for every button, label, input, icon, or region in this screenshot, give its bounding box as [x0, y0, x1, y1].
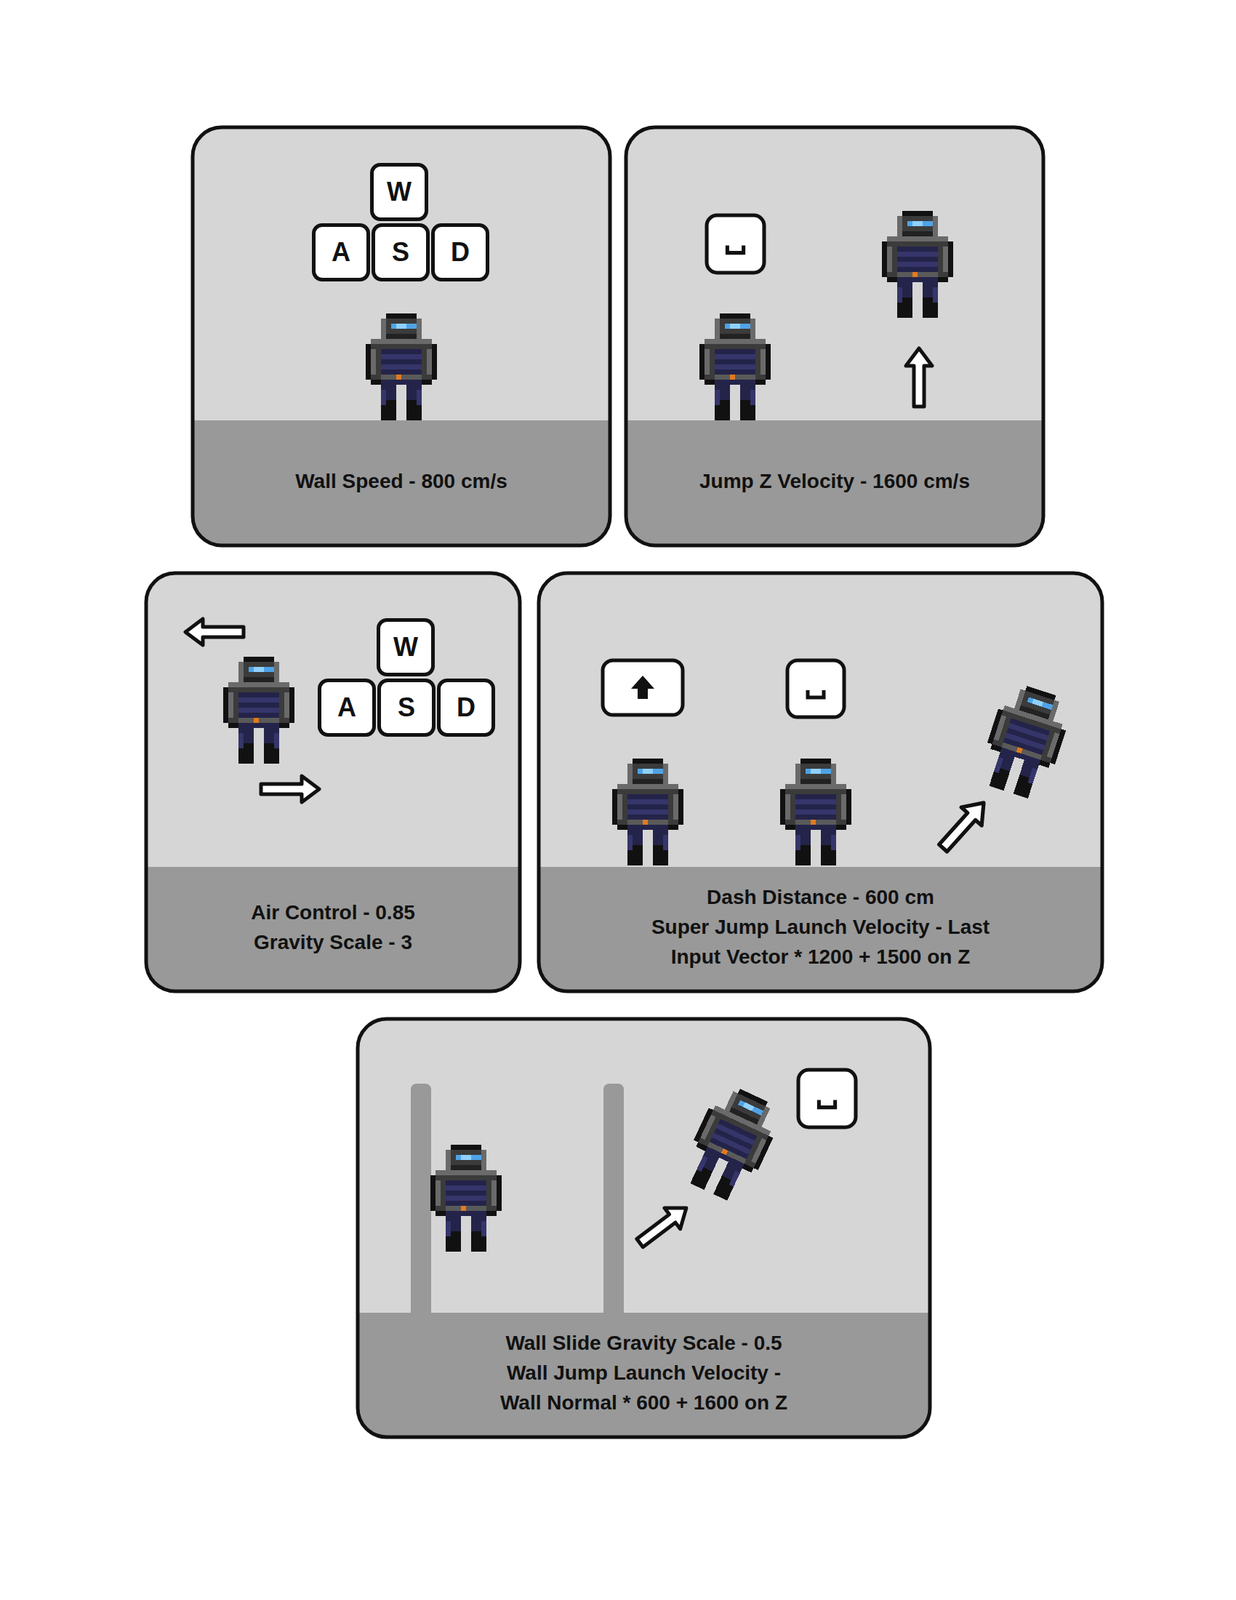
- stat-panel: Wall Speed - 800 cm/s W A S D: [192, 127, 611, 546]
- key-cap: D: [431, 223, 490, 282]
- panel-caption-band: Wall Slide Gravity Scale - 0.5Wall Jump …: [370, 1313, 917, 1431]
- key-cap: S: [371, 223, 430, 282]
- stat-text: Gravity Scale - 3: [253, 927, 413, 957]
- key-cap: A: [311, 223, 371, 282]
- stat-text: Wall Slide Gravity Scale - 0.5: [505, 1327, 782, 1358]
- stat-panel: Jump Z Velocity - 1600 cm/s: [625, 127, 1044, 546]
- stat-text: Air Control - 0.85: [250, 897, 416, 927]
- key-letter: S: [391, 239, 410, 266]
- key-cap: S: [377, 678, 436, 737]
- key-letter: D: [450, 239, 470, 266]
- key-cap: W: [376, 618, 435, 677]
- stat-panel: Wall Slide Gravity Scale - 0.5Wall Jump …: [357, 1018, 930, 1437]
- key-cap: W: [370, 162, 429, 222]
- key-cap: D: [436, 678, 496, 737]
- key-letter: D: [456, 694, 476, 721]
- stat-text: Wall Jump Launch Velocity - Wall Normal …: [370, 1357, 917, 1418]
- key-letter: A: [337, 694, 357, 721]
- key-letter: W: [393, 633, 419, 661]
- stat-text: Super Jump Launch Velocity - Last Input …: [551, 911, 1090, 972]
- panel-caption-band: Dash Distance - 600 cmSuper Jump Launch …: [551, 868, 1090, 986]
- stat-text: Wall Speed - 800 cm/s: [295, 466, 508, 496]
- panel-caption-band: Air Control - 0.85Gravity Scale - 3: [159, 868, 507, 986]
- key-letter: W: [386, 178, 412, 206]
- panel-caption-band: Jump Z Velocity - 1600 cm/s: [639, 422, 1031, 540]
- stat-panel: Air Control - 0.85Gravity Scale - 3 W A S D: [146, 572, 520, 991]
- key-letter: S: [397, 694, 416, 721]
- stat-panel: Dash Distance - 600 cmSuper Jump Launch …: [538, 572, 1103, 991]
- stat-text: Dash Distance - 600 cm: [706, 881, 935, 912]
- panel-caption-band: Wall Speed - 800 cm/s: [205, 422, 597, 540]
- key-cap: A: [317, 678, 376, 737]
- stat-text: Jump Z Velocity - 1600 cm/s: [699, 466, 970, 496]
- key-letter: A: [331, 239, 351, 266]
